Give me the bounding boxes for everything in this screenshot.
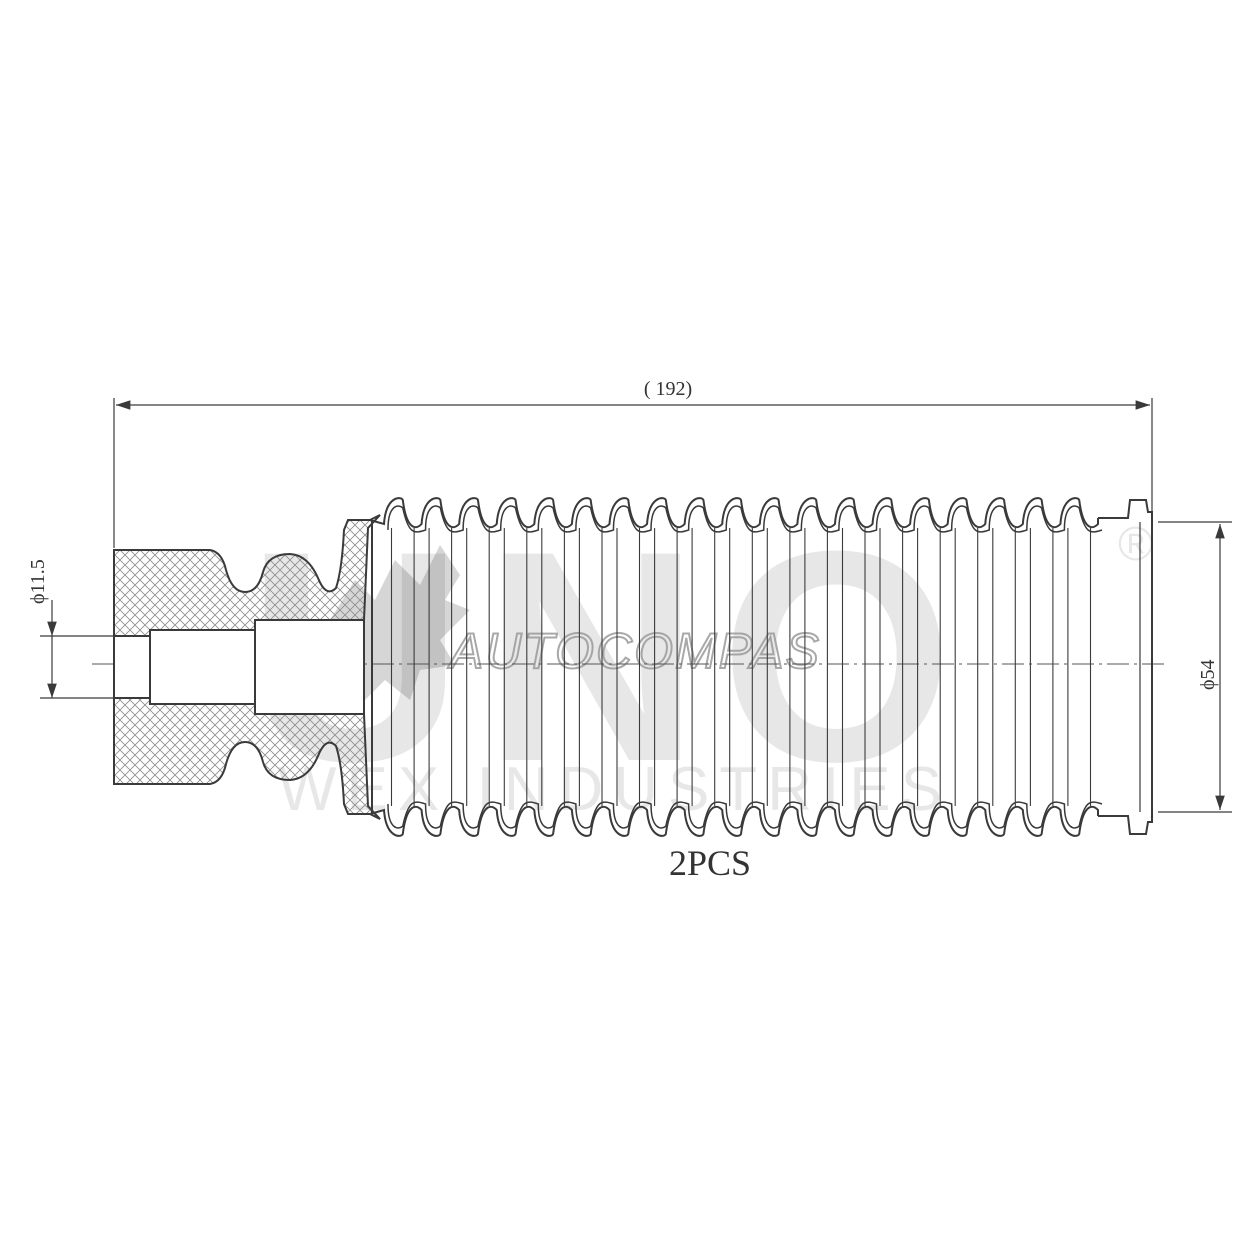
quantity-label: 2PCS — [669, 843, 751, 883]
bump-stop-bore-large — [149, 629, 256, 705]
watermark-registered-mark: ® — [1118, 518, 1153, 571]
inner-diameter-label: ϕ11.5 — [27, 559, 49, 604]
bellows-fold-lines — [390, 528, 1092, 806]
bellows-bottom-profile — [369, 806, 1099, 837]
bellows-top-profile — [369, 497, 1099, 528]
bump-stop-upper-half — [113, 514, 381, 637]
overall-length-dimension: ( 192) — [113, 378, 1153, 548]
bump-stop-lower-half — [113, 697, 381, 820]
overall-length-label: ( 192) — [644, 378, 692, 400]
watermark-tagline: WEX INDUSTRIES — [278, 755, 952, 824]
bellows-bottom-inner-profile — [387, 801, 1103, 829]
bump-stop-bore-mid — [254, 619, 365, 715]
outer-diameter-label: ϕ54 — [1197, 659, 1219, 690]
watermark-company-name: AUTOCOMPAS — [447, 623, 821, 679]
bump-stop — [113, 514, 381, 820]
outer-diameter-dimension: ϕ54 — [1158, 521, 1232, 813]
bellows-boot — [369, 497, 1153, 837]
bump-stop-bore-small — [113, 635, 151, 699]
bellows-top-inner-profile — [387, 505, 1103, 533]
bellows-end-collar — [1098, 499, 1153, 835]
